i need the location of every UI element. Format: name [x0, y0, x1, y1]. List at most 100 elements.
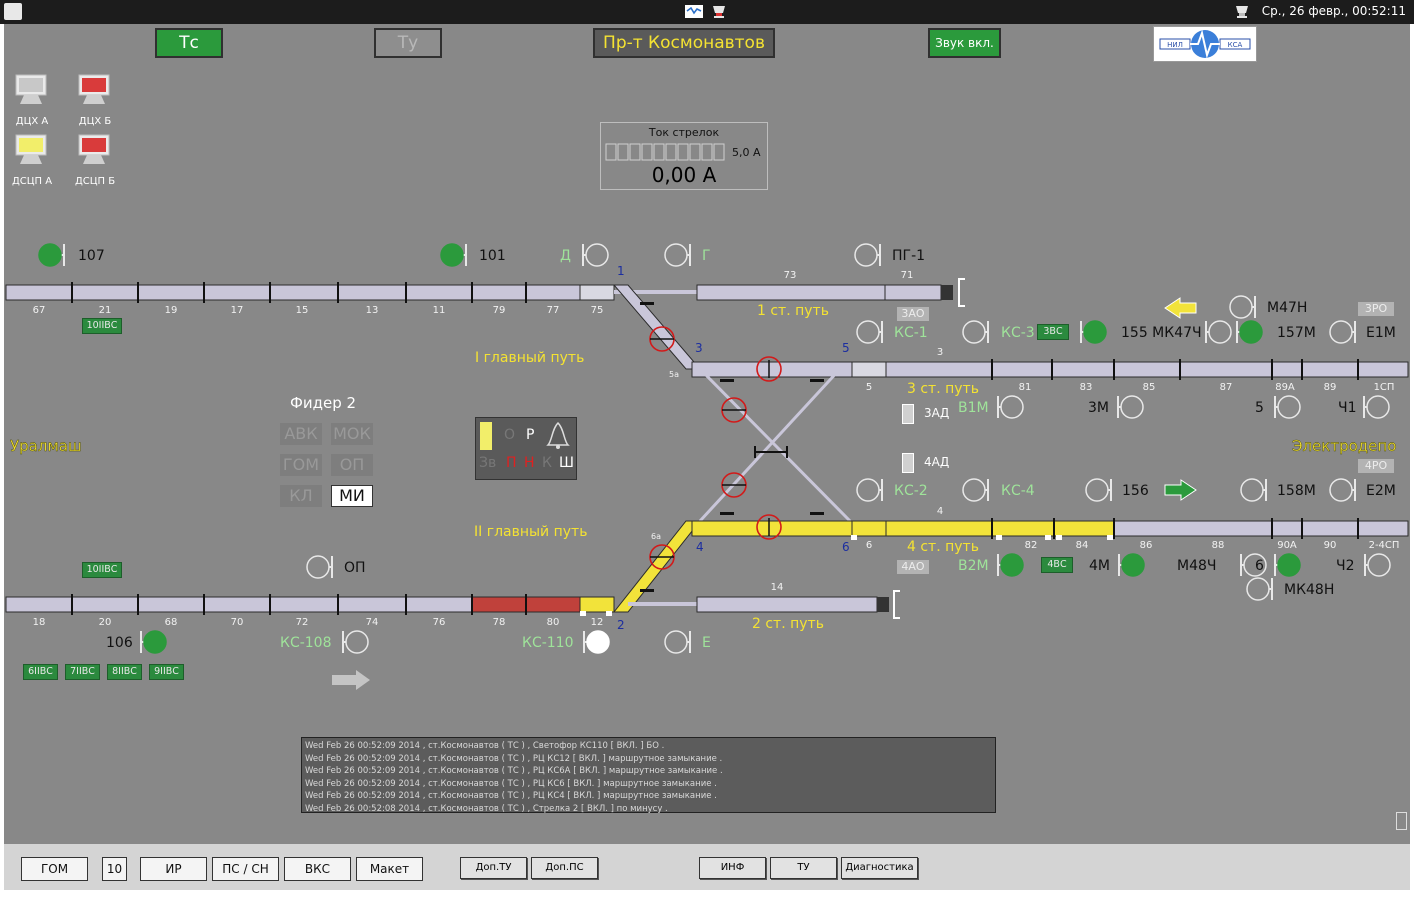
signal-b1m[interactable]: В1М	[958, 395, 1024, 419]
ir-button[interactable]: ИР	[140, 857, 207, 881]
signal-lamp-icon	[664, 243, 688, 267]
upper-main-track	[5, 284, 615, 301]
dop-tu-button[interactable]: Доп.ТУ	[460, 857, 527, 879]
signal-mk47ch[interactable]	[1205, 320, 1232, 344]
inf-button[interactable]: ИНФ	[699, 857, 766, 879]
signal-157m[interactable]: 157М	[1236, 320, 1316, 344]
dop-ps-button[interactable]: Доп.ПС	[531, 857, 598, 879]
signal-ks4[interactable]: КС-4	[962, 478, 1035, 502]
gom-button[interactable]: ГОМ	[21, 857, 88, 881]
signal-107[interactable]: 107	[38, 243, 105, 267]
tu-bottom-button[interactable]: ТУ	[770, 857, 837, 879]
indicator-sh: Ш	[559, 455, 574, 471]
station-title: Пр-т Космонавтов	[593, 28, 775, 58]
signal-158m[interactable]: 158М	[1240, 478, 1316, 502]
signal-lamp-icon	[1277, 395, 1301, 419]
signal-m47n[interactable]: М47Н	[1229, 295, 1307, 319]
signal-ks2[interactable]: КС-2	[856, 478, 928, 502]
signal-5[interactable]: 5	[1255, 395, 1301, 419]
tu-button[interactable]: Ту	[374, 28, 442, 58]
signal-e1m[interactable]: Е1М	[1329, 320, 1396, 344]
notification-icon[interactable]	[1232, 3, 1252, 20]
badge-7iibc[interactable]: 7IIВС	[65, 664, 100, 680]
badge-4ao[interactable]: 4АО	[897, 560, 929, 574]
sound-toggle-button[interactable]: Звук вкл.	[928, 28, 1001, 58]
app-menu-icon[interactable]	[4, 3, 22, 20]
signal-pg1[interactable]: ПГ-1	[854, 243, 925, 267]
signal-101[interactable]: 101	[440, 243, 506, 267]
signal-3m[interactable]: 3М	[1088, 395, 1144, 419]
event-log[interactable]: Wed Feb 26 00:52:09 2014 , ст.Космонавто…	[301, 737, 996, 814]
maket-button[interactable]: Макет	[356, 857, 423, 881]
badge-10iibc-top[interactable]: 10IIВС	[82, 318, 122, 334]
signal-ks110[interactable]: КС-110	[522, 630, 610, 654]
mi-button[interactable]: МИ	[331, 485, 373, 507]
signal-b2m[interactable]: В2М	[958, 553, 1024, 577]
signal-ks108[interactable]: КС-108	[280, 630, 369, 654]
gom-feeder-button[interactable]: ГОМ	[280, 454, 322, 476]
signal-e[interactable]: Е	[664, 630, 711, 654]
scroll-handle[interactable]	[1396, 812, 1407, 830]
badge-4ro[interactable]: 4РО	[1358, 459, 1394, 473]
signal-106[interactable]: 106	[106, 630, 167, 654]
signal-4m[interactable]: 4М	[1089, 553, 1145, 577]
signal-d[interactable]: Д	[560, 243, 609, 267]
op-feeder-button[interactable]: ОП	[331, 454, 373, 476]
signal-ch2[interactable]: Ч2	[1336, 553, 1391, 577]
avk-button[interactable]: АВК	[280, 423, 322, 445]
badge-4bc[interactable]: 4ВС	[1041, 557, 1073, 573]
switch-number: 6	[842, 540, 850, 554]
signal-label: КС-110	[522, 635, 574, 651]
section-label: 87	[1220, 382, 1233, 393]
current-scale-bar	[605, 143, 729, 165]
signal-ch1[interactable]: Ч1	[1338, 395, 1390, 419]
direction-left: Уралмаш	[10, 437, 82, 455]
log-entry: Wed Feb 26 00:52:08 2014 , ст.Космонавто…	[305, 803, 668, 814]
badge-3ro[interactable]: 3РО	[1358, 302, 1394, 316]
monitor-dch-a[interactable]: ДЦХ А	[10, 72, 54, 127]
badge-6iibc[interactable]: 6IIВС	[23, 664, 58, 680]
signal-m48ch[interactable]: М48Ч	[1177, 553, 1267, 577]
speaker-icon[interactable]	[709, 3, 729, 20]
section-label: 80	[547, 617, 560, 628]
network-icon[interactable]	[684, 3, 704, 20]
tc-button[interactable]: Тс	[155, 28, 223, 58]
vks-button[interactable]: ВКС	[284, 857, 351, 881]
track-71[interactable]	[884, 284, 942, 301]
badge-3ao[interactable]: 3АО	[897, 307, 929, 321]
badge-9iibc[interactable]: 9IIВС	[149, 664, 184, 680]
badge-3bc[interactable]: 3ВС	[1037, 324, 1069, 340]
signal-label: Г	[702, 248, 711, 264]
signal-op[interactable]: ОП	[306, 555, 366, 579]
ps-sn-button[interactable]: ПС / СН	[212, 857, 279, 881]
signal-ks1[interactable]: КС-1	[856, 320, 928, 344]
section-label: 75	[591, 305, 604, 316]
signal-ks3[interactable]: КС-3	[962, 320, 1035, 344]
track-73[interactable]	[696, 284, 886, 301]
monitor-dscp-a[interactable]: ДСЦП А	[10, 132, 54, 187]
kl-button[interactable]: КЛ	[280, 485, 322, 507]
signal-6[interactable]: 6	[1255, 553, 1301, 577]
signal-156[interactable]: 156	[1085, 478, 1149, 502]
signal-mk48n[interactable]: МК48Н	[1246, 577, 1334, 601]
label-4ad: 4АД	[924, 455, 950, 469]
monitor-dch-b[interactable]: ДЦХ Б	[73, 72, 117, 127]
signal-label: М48Ч	[1177, 558, 1217, 574]
signal-155[interactable]: 155 МК47Ч	[1080, 320, 1202, 344]
signal-lamp-icon	[1246, 577, 1270, 601]
signal-label: Ч2	[1336, 558, 1355, 574]
signal-e2m[interactable]: Е2М	[1329, 478, 1396, 502]
signal-label: 107	[78, 248, 105, 264]
badge-8iibc[interactable]: 8IIВС	[107, 664, 142, 680]
badge-10iibc-bottom[interactable]: 10IIВС	[82, 562, 122, 578]
switch-number: 1	[617, 264, 625, 278]
diagnostics-button[interactable]: Диагностика	[841, 857, 918, 879]
log-entry: Wed Feb 26 00:52:09 2014 , ст.Космонавто…	[305, 766, 723, 777]
mok-button[interactable]: МОК	[331, 423, 373, 445]
signal-g[interactable]: Г	[664, 243, 711, 267]
counter-field[interactable]: 10	[102, 857, 127, 881]
monitor-dscp-b[interactable]: ДСЦП Б	[73, 132, 117, 187]
section-label: 89А	[1275, 382, 1295, 393]
